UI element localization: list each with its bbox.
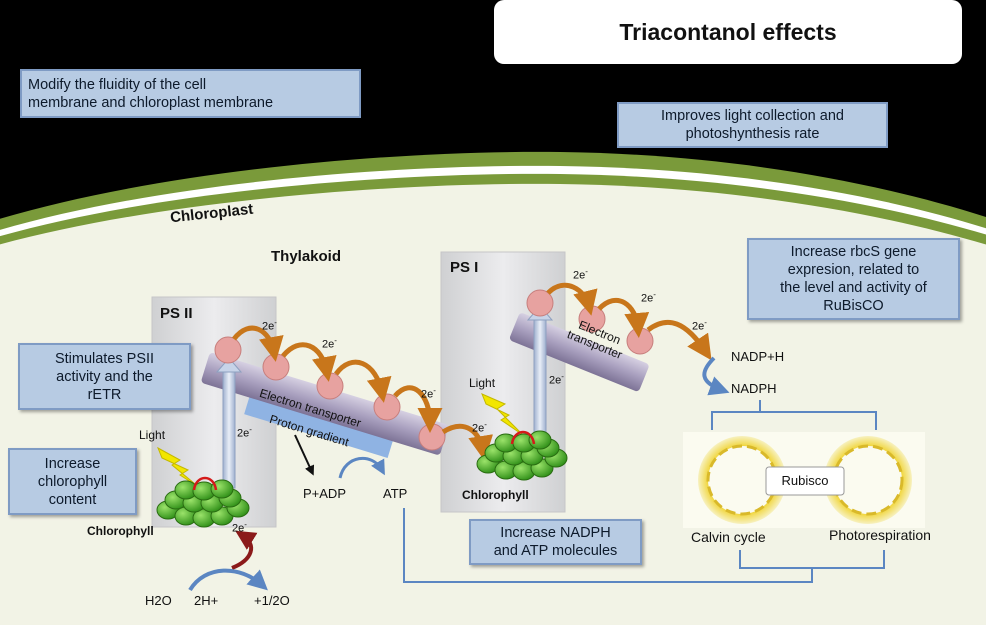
ps1-energy-shaft bbox=[533, 317, 547, 443]
atp-return-line bbox=[403, 508, 813, 583]
h2o-label: H2O bbox=[145, 593, 172, 608]
lightning-icon bbox=[481, 393, 524, 436]
node bbox=[262, 353, 290, 381]
node bbox=[316, 372, 344, 400]
chlorophyll-cluster bbox=[156, 479, 250, 528]
ps2-label: PS II bbox=[160, 305, 193, 322]
chlorophyll-label-ps1: Chlorophyll bbox=[462, 488, 529, 502]
atp-label: ATP bbox=[383, 486, 408, 501]
page-title: Triacontanol effects bbox=[494, 0, 962, 64]
photorespiration-label: Photorespiration bbox=[829, 527, 931, 543]
rubisco-label: Rubisco bbox=[781, 473, 829, 488]
chlorophyll-content-box: Increase chlorophyll content bbox=[8, 448, 137, 515]
node bbox=[418, 423, 446, 451]
p-adp-label: P+ADP bbox=[303, 486, 346, 501]
reaction-center bbox=[192, 476, 218, 491]
psii-activity-box: Stimulates PSII activity and the rETR bbox=[18, 343, 191, 410]
water-electron-arrow bbox=[231, 530, 258, 570]
node bbox=[214, 336, 242, 364]
chlorophyll-cluster bbox=[476, 430, 568, 481]
node bbox=[526, 289, 554, 317]
electron-transporter-1 bbox=[201, 352, 449, 455]
proton-flow-arrow bbox=[294, 434, 315, 476]
ps2-shaft-head bbox=[215, 357, 243, 373]
nadph-atp-box: Increase NADPH and ATP molecules bbox=[469, 519, 642, 565]
o2-label: +1/2O bbox=[254, 593, 290, 608]
electron-label: 2e- bbox=[262, 318, 277, 333]
electron-label: 2e- bbox=[641, 290, 656, 305]
rubisco-box bbox=[765, 466, 845, 496]
calvin-cycle-label: Calvin cycle bbox=[691, 529, 766, 545]
atp-synthesis-arrow bbox=[338, 456, 385, 479]
nadp-reduction-arrow bbox=[702, 356, 730, 396]
light-collection-box: Improves light collection and photoshynt… bbox=[617, 102, 888, 148]
electron-label: 2e- bbox=[573, 267, 588, 282]
proton-gradient-bar bbox=[244, 395, 394, 458]
electron-label: 2e- bbox=[322, 336, 337, 351]
water-split-arrow bbox=[188, 568, 268, 592]
chlorophyll-label-ps2: Chlorophyll bbox=[87, 524, 154, 538]
rbcs-expression-box: Increase rbcS gene expresion, related to… bbox=[747, 238, 960, 320]
h-plus-label: 2H+ bbox=[194, 593, 219, 608]
nadph-label: NADPH bbox=[731, 381, 777, 396]
light-label-ps1: Light bbox=[469, 376, 496, 390]
electron-label: 2e- bbox=[472, 420, 487, 435]
cycles-top-bracket bbox=[711, 411, 877, 430]
electron-label: 2e- bbox=[237, 425, 252, 440]
electron-label: 2e- bbox=[692, 318, 707, 333]
electron-label: 2e- bbox=[549, 372, 564, 387]
electron-label: 2e- bbox=[421, 386, 436, 401]
node bbox=[373, 393, 401, 421]
nadp-h-label: NADP+H bbox=[731, 349, 785, 364]
ps2-energy-shaft bbox=[222, 369, 236, 489]
thylakoid-label: Thylakoid bbox=[271, 248, 342, 265]
membrane-fluidity-box: Modify the fluidity of the cell membrane… bbox=[20, 69, 361, 118]
ps1-label: PS I bbox=[450, 259, 479, 276]
electron-hops bbox=[232, 282, 712, 461]
light-label-ps2: Light bbox=[139, 428, 166, 442]
node bbox=[626, 327, 654, 355]
reaction-center bbox=[510, 430, 536, 445]
electron-label: 2e- bbox=[232, 520, 247, 535]
